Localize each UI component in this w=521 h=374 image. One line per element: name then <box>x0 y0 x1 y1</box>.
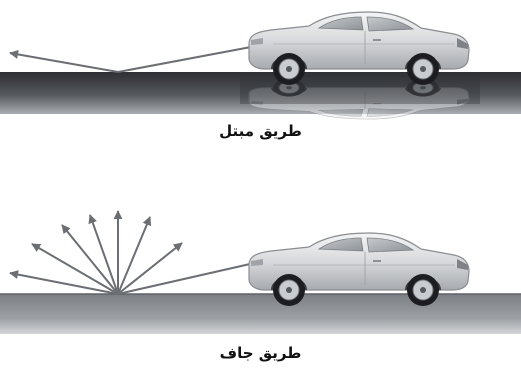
caption-dry-road: طريق جاف <box>0 344 521 362</box>
dry-road-panel: طريق جاف <box>0 187 521 374</box>
wet-road-panel: طريق مبتل <box>0 0 521 187</box>
dry-road-surface <box>0 294 521 334</box>
caption-wet-road: طريق مبتل <box>0 122 521 140</box>
wet-road-illustration <box>0 0 521 187</box>
incident-light-ray <box>118 47 251 72</box>
reflected-light-ray <box>10 53 118 72</box>
diffuse-reflection-rays <box>10 211 182 294</box>
